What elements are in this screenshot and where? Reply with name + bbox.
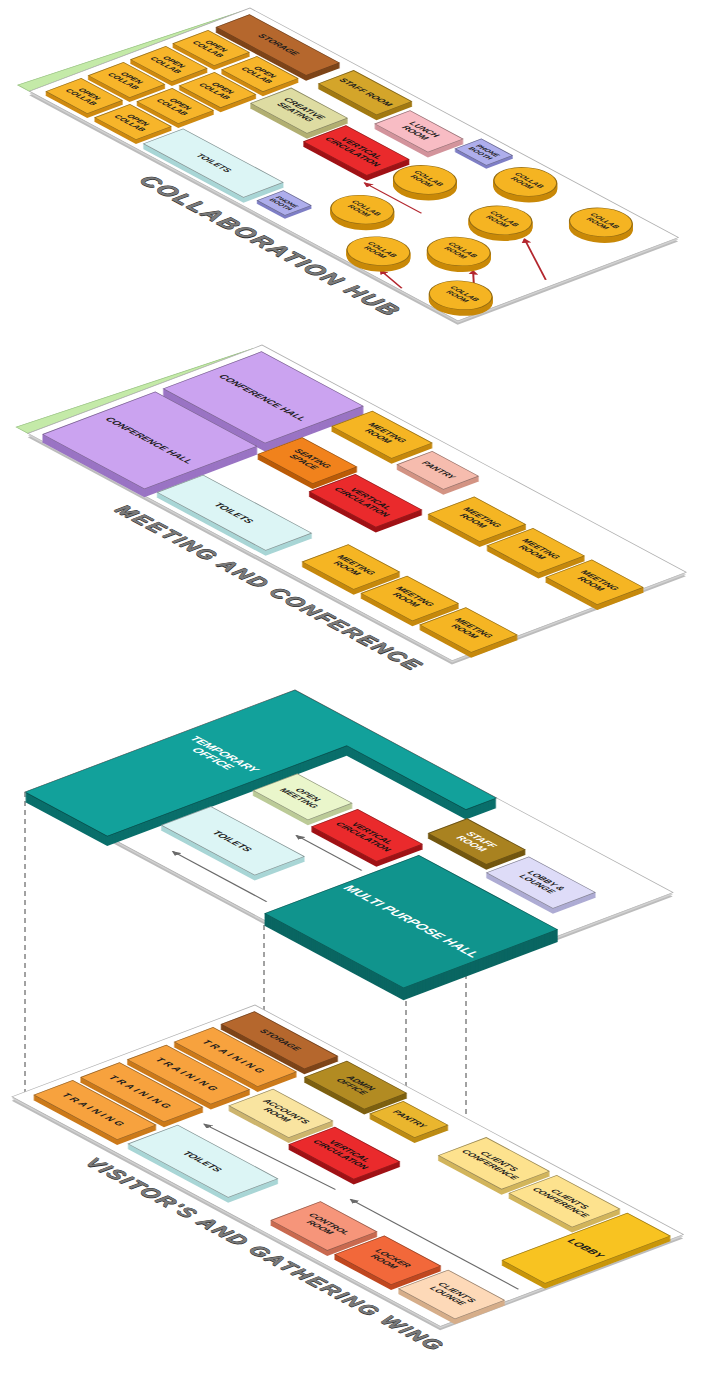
room-label: COLLAB ROOM [403,169,448,191]
room-label: TOILETS [193,153,234,173]
room-label: COLLAB ROOM [356,240,401,262]
room-label: COLLAB ROOM [438,284,483,306]
circulation-arrow [492,239,578,280]
room-label: PANTRY [418,461,457,481]
room-label: TOILETS [212,501,257,524]
room-label: COLLAB ROOM [478,210,523,232]
room-label: COLLAB ROOM [503,171,548,193]
projection-line [264,916,265,1012]
room-label: COLLAB ROOM [436,241,481,263]
slab-top [28,345,686,661]
room-label: PHONE BOOTH [267,195,300,211]
room-label: COLLAB ROOM [340,199,385,221]
room-label: CONFERENCE HALL [217,373,310,421]
room-label: COLLAB ROOM [579,211,624,233]
projection-line [406,992,407,1086]
room-label: TOILETS [210,830,255,853]
circulation-arrow [373,270,409,288]
slab-top [25,690,673,995]
floor-plate: STORAGEOPEN COLLABOPEN COLLABOPEN COLLAB… [30,8,679,321]
room-label: MULTI PURPOSE HALL [339,884,483,959]
room-label: TOILETS [180,1150,225,1173]
floor-plate: CONFERENCE HALLCONFERENCE HALLMEETING RO… [28,345,686,661]
room-label: PANTRY [389,1110,428,1130]
floor-plate: TEMPORARY OFFICEOPEN MEETINGVERTICAL CIR… [25,690,673,995]
room-label: CONFERENCE HALL [103,416,196,464]
room-label: LOBBY [565,1237,608,1258]
slab-top [30,8,679,321]
projection-line [25,792,26,1092]
floor-plate: STORAGETRAININGTRAININGTRAININGTRAININGA… [12,1005,683,1326]
